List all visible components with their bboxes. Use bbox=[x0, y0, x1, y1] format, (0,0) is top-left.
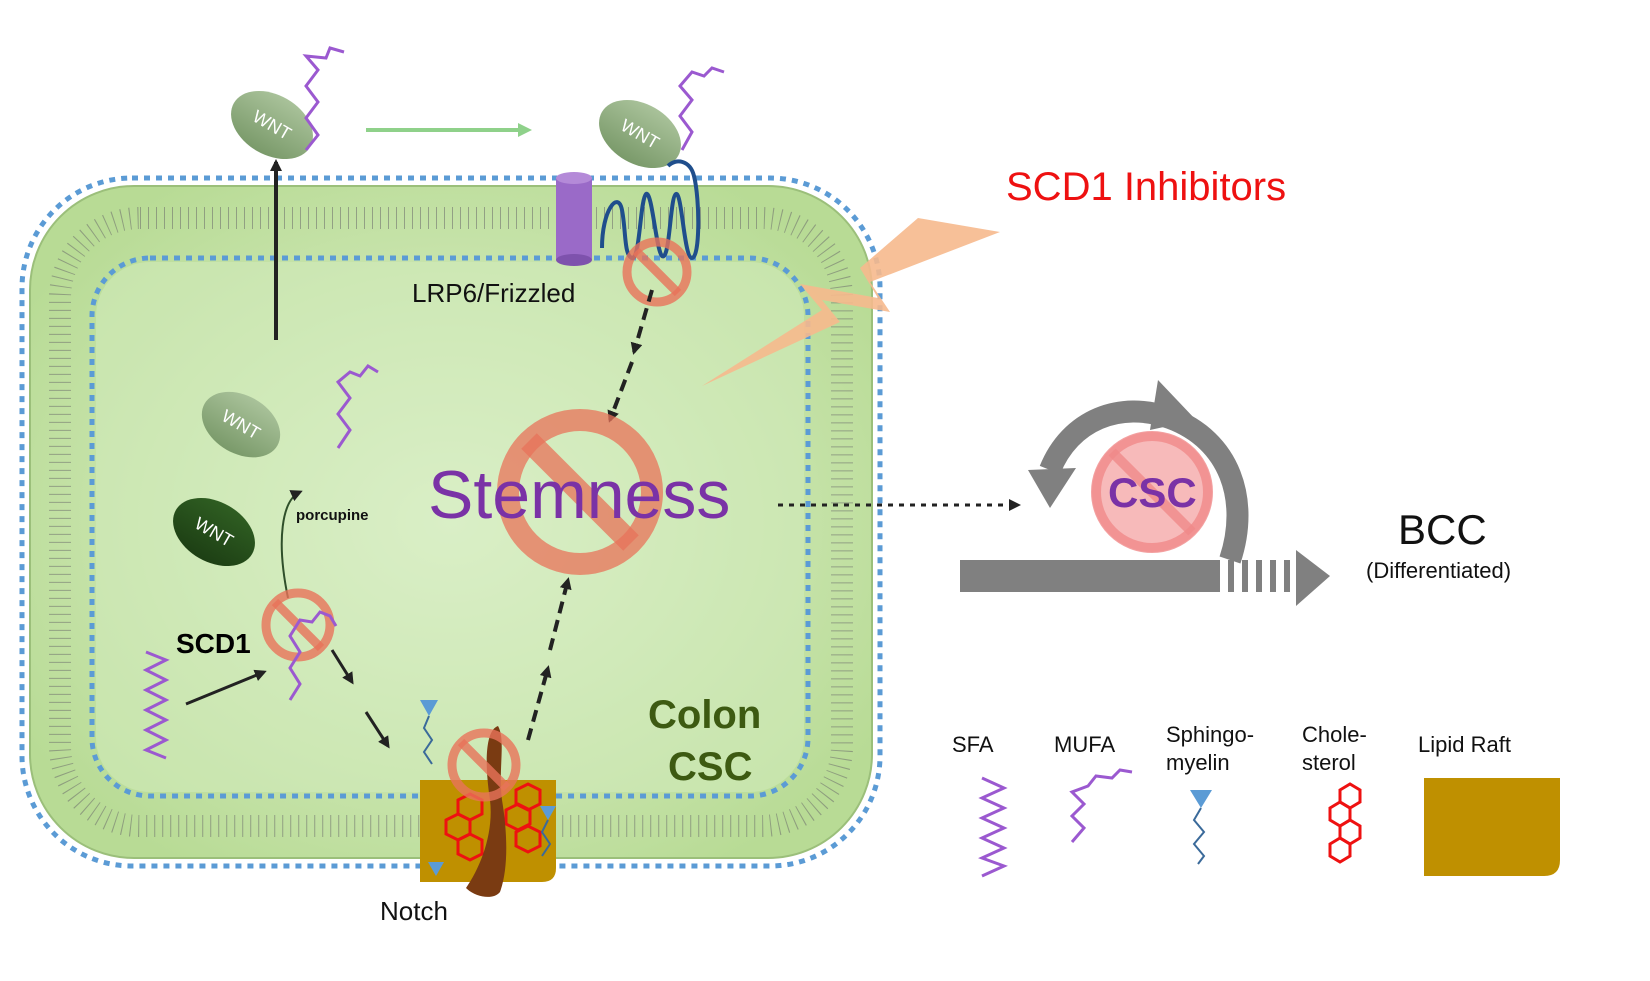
csc-cell-label: CSC bbox=[668, 745, 752, 789]
lrp6-receptor bbox=[556, 172, 592, 266]
legend-cholesterol-line2: sterol bbox=[1302, 750, 1356, 775]
mufa-chain-top-left bbox=[302, 46, 345, 151]
legend-lipid-raft-icon bbox=[1424, 778, 1560, 876]
sphingomyelin-tail bbox=[1192, 807, 1206, 865]
wnt-signal-arrow-lower bbox=[607, 361, 634, 423]
to-raft-arrow bbox=[364, 711, 390, 749]
porcupine-arrow bbox=[280, 490, 303, 599]
wnt-signal-arrow bbox=[630, 289, 654, 355]
notch-receptor bbox=[466, 726, 507, 897]
colon-csc-cell bbox=[19, 175, 883, 869]
notch-label: Notch bbox=[380, 896, 448, 926]
colon-label: Colon bbox=[648, 693, 761, 737]
legend-sfa-icon bbox=[978, 776, 1008, 878]
legend-sphingomyelin-line2: myelin bbox=[1166, 750, 1230, 775]
sfa-to-scd1-arrow bbox=[185, 669, 267, 706]
mufa-chain-top-right bbox=[678, 66, 725, 151]
mufa-chain-middle bbox=[335, 364, 379, 449]
csc-cycle-label: CSC bbox=[1108, 469, 1197, 516]
bcc-label: BCC bbox=[1398, 506, 1487, 553]
legend-sphingomyelin-line1: Sphingo- bbox=[1166, 722, 1254, 747]
wnt-unmodified: WNT bbox=[173, 497, 255, 567]
legend-mufa-icon bbox=[1069, 768, 1133, 843]
stemness-label: Stemness bbox=[428, 457, 730, 533]
notch-signal-arrow-upper bbox=[548, 577, 572, 651]
notch-signal-arrow bbox=[526, 665, 552, 741]
mufa-out-arrow bbox=[330, 649, 354, 685]
legend-sfa-label: SFA bbox=[952, 732, 994, 757]
no-sign-icon bbox=[1091, 431, 1213, 553]
no-sign-icon bbox=[622, 237, 692, 307]
scd1-inhibitors-label: SCD1 Inhibitors bbox=[1006, 165, 1286, 209]
sphingomyelin-raft bbox=[420, 700, 556, 876]
scd1-label: SCD1 bbox=[176, 628, 251, 659]
sfa-chain-cell bbox=[142, 650, 170, 760]
sphingomyelin-icon bbox=[1190, 790, 1212, 808]
cycle-arrowhead-top bbox=[1150, 380, 1196, 430]
wnt-palmitoleated: WNT bbox=[201, 391, 281, 458]
mufa-chain-scd1 bbox=[288, 610, 338, 701]
cholesterol-ring-icon bbox=[1328, 782, 1362, 864]
cytoplasm bbox=[96, 262, 804, 792]
wnt-bound: WNT bbox=[599, 99, 681, 169]
differentiation-arrowhead bbox=[1296, 550, 1330, 606]
wnt-secreted: WNT bbox=[231, 90, 313, 160]
cycle-arrowhead-left bbox=[1028, 468, 1076, 508]
receptor-label: LRP6/Frizzled bbox=[412, 278, 575, 308]
no-sign-icon bbox=[497, 409, 663, 575]
differentiation-bar bbox=[960, 560, 1220, 592]
legend-cholesterol-line1: Chole- bbox=[1302, 722, 1367, 747]
legend-mufa-label: MUFA bbox=[1054, 732, 1115, 757]
differentiation-stripes bbox=[1228, 560, 1290, 592]
no-sign-icon bbox=[447, 728, 521, 802]
lightning-bolt-icon bbox=[702, 218, 1000, 386]
frizzled-receptor bbox=[600, 159, 701, 261]
legend-lipid-raft-label: Lipid Raft bbox=[1418, 732, 1511, 757]
porcupine-label: porcupine bbox=[296, 507, 369, 524]
legend: SFA MUFA Sphingo- myelin Chole- sterol L… bbox=[952, 722, 1560, 878]
outer-membrane-dots bbox=[19, 175, 883, 869]
bcc-subtitle: (Differentiated) bbox=[1366, 558, 1511, 583]
